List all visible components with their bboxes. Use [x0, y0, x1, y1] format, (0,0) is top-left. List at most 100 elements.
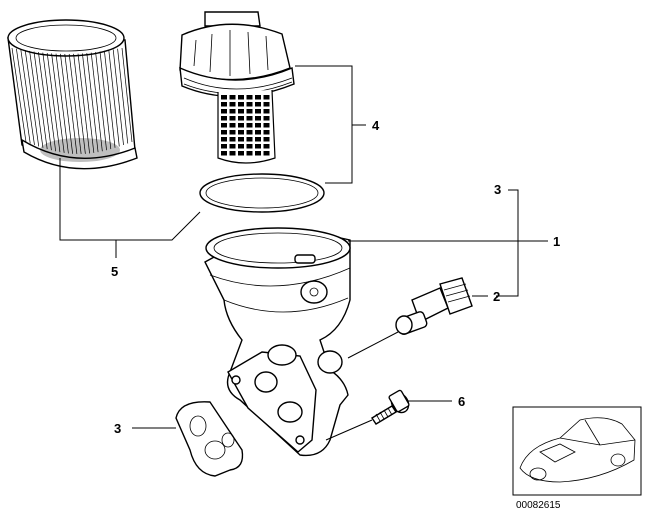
callout-3-bottom: 3 — [114, 421, 121, 436]
filter-pleat-line — [20, 49, 35, 146]
filter-pleat-line — [68, 53, 82, 155]
mesh-cell — [255, 144, 261, 149]
mesh-cell — [229, 102, 236, 107]
filter-pleat-line — [46, 53, 61, 153]
callout-3-top: 3 — [494, 182, 501, 197]
mesh-cell — [238, 144, 244, 149]
mesh-cell — [246, 137, 253, 142]
mesh-cell — [238, 151, 244, 156]
oil-filter-element — [7, 19, 138, 170]
oil-filter-housing — [204, 227, 351, 457]
mesh-cell — [255, 116, 261, 121]
mesh-cell — [263, 95, 270, 100]
mesh-cell — [246, 102, 253, 107]
mesh-cell — [238, 95, 244, 100]
mesh-cell — [255, 123, 261, 128]
filter-mesh-cage — [217, 89, 276, 164]
callout-4: 4 — [372, 118, 380, 133]
vehicle-thumbnail — [512, 406, 642, 496]
filter-pleat-line — [108, 50, 120, 147]
filter-pleat-line — [112, 49, 124, 146]
filter-pleat-line — [90, 52, 103, 152]
mesh-cell — [238, 137, 244, 142]
mesh-cell — [229, 109, 236, 114]
filter-pleat-line — [86, 53, 99, 153]
mesh-cell — [238, 116, 244, 121]
mesh-cell — [229, 144, 236, 149]
mesh-cell — [229, 123, 236, 128]
filter-pleat-line — [82, 53, 95, 153]
callout-2: 2 — [493, 289, 500, 304]
mesh-cell — [221, 137, 227, 142]
mesh-cell — [246, 95, 253, 100]
mesh-cell — [221, 116, 227, 121]
mesh-cell — [255, 130, 261, 135]
mesh-cell — [255, 109, 261, 114]
mesh-cell — [229, 137, 236, 142]
mesh-cell — [246, 123, 253, 128]
mesh-cell — [263, 130, 270, 135]
callout-1: 1 — [553, 234, 560, 249]
mesh-cell — [221, 109, 227, 114]
mesh-cell — [221, 151, 227, 156]
filter-pleat-line — [117, 48, 129, 144]
mesh-cell — [221, 102, 227, 107]
mesh-cell — [229, 95, 236, 100]
mesh-cell — [238, 123, 244, 128]
mesh-cell — [255, 102, 261, 107]
mesh-cell — [263, 109, 270, 114]
filter-pleat-line — [24, 50, 40, 147]
o-ring-seal — [199, 173, 325, 213]
mesh-cell — [246, 144, 253, 149]
filter-pleat-line — [29, 50, 44, 148]
filter-pleat-line — [16, 48, 31, 144]
mesh-cell — [246, 130, 253, 135]
mesh-cell — [255, 95, 261, 100]
mesh-cell — [246, 109, 253, 114]
mesh-cell — [263, 151, 270, 156]
filter-pleat-line — [42, 52, 57, 152]
mesh-cell — [229, 130, 236, 135]
filter-pleat-line — [104, 50, 116, 148]
oil-pressure-sensor — [395, 277, 473, 335]
filter-pleat-line — [11, 47, 27, 143]
mesh-cell — [263, 144, 270, 149]
gasket — [175, 401, 244, 477]
filter-pleat-line — [51, 53, 65, 153]
filter-pleats — [11, 47, 133, 155]
mesh-cell — [221, 130, 227, 135]
filter-pleat-line — [60, 53, 73, 154]
mesh-cell — [238, 109, 244, 114]
filter-cover — [179, 11, 295, 164]
mesh-cell — [229, 116, 236, 121]
filter-pleat-line — [73, 53, 86, 154]
mesh-cell — [255, 137, 261, 142]
mesh-cell — [263, 102, 270, 107]
mesh-cell — [238, 130, 244, 135]
mesh-cell — [263, 137, 270, 142]
mesh-cell — [221, 144, 227, 149]
filter-pleat-line — [121, 47, 133, 143]
mesh-cell — [255, 151, 261, 156]
leader-lines — [59, 65, 548, 441]
mesh-cell — [229, 151, 236, 156]
filter-pleat-line — [99, 51, 112, 150]
mesh-cell — [238, 102, 244, 107]
bolt — [371, 389, 410, 425]
mesh-cell — [263, 116, 270, 121]
filter-pleat-line — [38, 52, 52, 151]
mesh-cell — [221, 123, 227, 128]
reference-number: 00082615 — [516, 500, 561, 511]
callout-5: 5 — [111, 264, 118, 279]
filter-pleat-line — [55, 53, 69, 154]
mesh-cell — [263, 123, 270, 128]
filter-pleat-line — [33, 51, 48, 150]
callout-6: 6 — [458, 394, 465, 409]
mesh-cell — [246, 151, 253, 156]
filter-pleat-line — [95, 52, 107, 151]
filter-pleat-line — [64, 53, 78, 155]
mesh-cell — [221, 95, 227, 100]
filter-pleat-line — [77, 53, 90, 154]
mesh-cell — [246, 116, 253, 121]
